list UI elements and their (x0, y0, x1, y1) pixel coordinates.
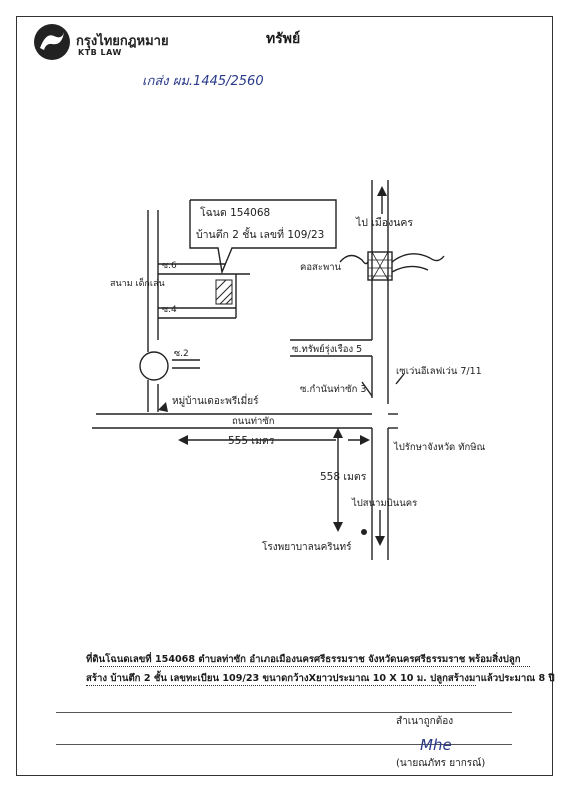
signer-name: (นายณภัทร ยากรณ์) (396, 758, 486, 769)
to-airport-label: ไปสนามบินนคร (351, 497, 417, 509)
certified-label: สำเนาถูกต้อง (396, 716, 454, 727)
distance-558-label: 558 เมตร (320, 471, 367, 483)
bridge-wave-left (339, 254, 369, 265)
logo-thai-text: กรุงไทยกฎหมาย (76, 34, 169, 49)
hospital-label: โรงพยาบาลนครินทร์ (262, 540, 352, 553)
to-north-label: ไป เมืองนคร (355, 216, 413, 229)
description-line-2: สร้าง บ้านตึก 2 ชั้น เลขทะเบียน 109/23 ข… (86, 673, 555, 684)
logo-english-text: KTB LAW (78, 48, 122, 57)
property-description: ที่ดินโฉนดเลขที่ 154068 ตำบลท่าซัก อำเภอ… (86, 650, 555, 688)
underline-2 (86, 685, 476, 686)
soi-kamnan-label: ซ.กำนันท่าซัก 3 (300, 384, 366, 395)
to-southeast-label: ไปรักษาจังหวัด ทักษิณ (393, 441, 486, 453)
blank-line-2 (56, 744, 512, 745)
seven-eleven-pointer (395, 373, 405, 385)
roundabout (139, 351, 169, 381)
signature: Mhe (420, 736, 452, 754)
bridge-hatch (368, 251, 392, 281)
seven-eleven-label: เซเว่นอีเลฟเว่น 7/11 (396, 365, 482, 377)
ktb-logo-icon (34, 24, 70, 60)
soi6-label: ซ.6 (162, 261, 177, 271)
callout-box (189, 199, 337, 275)
plot-hatch (215, 279, 233, 305)
soi4-label: ซ.4 (162, 305, 177, 315)
arrow-heads (158, 186, 387, 546)
ktb-logo: กรุงไทยกฎหมาย KTB LAW (32, 22, 172, 62)
distance-555-label: 555 เมตร (228, 435, 275, 447)
soi2-label: ซ.2 (174, 349, 189, 359)
soi-kamnan-pointer (361, 381, 373, 397)
soi-charoen-label: ซ.ทรัพย์รุ่งเรือง 5 (292, 343, 362, 355)
description-line-1: ที่ดินโฉนดเลขที่ 154068 ตำบลท่าซัก อำเภอ… (86, 654, 521, 665)
road-label: ถนนท่าซัก (232, 416, 275, 427)
reference-note: เกส่ง ผม.1445/2560 (142, 74, 264, 89)
blank-line-1 (56, 712, 512, 713)
village-label: หมู่บ้านเดอะพรีเมี่ยร์ (172, 393, 259, 407)
bridge (367, 251, 393, 281)
bridge-wave-right-2 (391, 265, 429, 273)
page-border (16, 16, 553, 776)
building-label: บ้านตึก 2 ชั้น เลขที่ 109/23 (196, 227, 324, 241)
roundabout-label: สนาม เด็กเล่น (110, 276, 165, 289)
underline-1 (100, 666, 530, 667)
document-type: ทรัพย์ (266, 31, 301, 47)
bridge-label: คอสะพาน (300, 262, 342, 273)
title-deed-label: โฉนด 154068 (200, 206, 270, 219)
bridge-wave-right (391, 253, 445, 263)
